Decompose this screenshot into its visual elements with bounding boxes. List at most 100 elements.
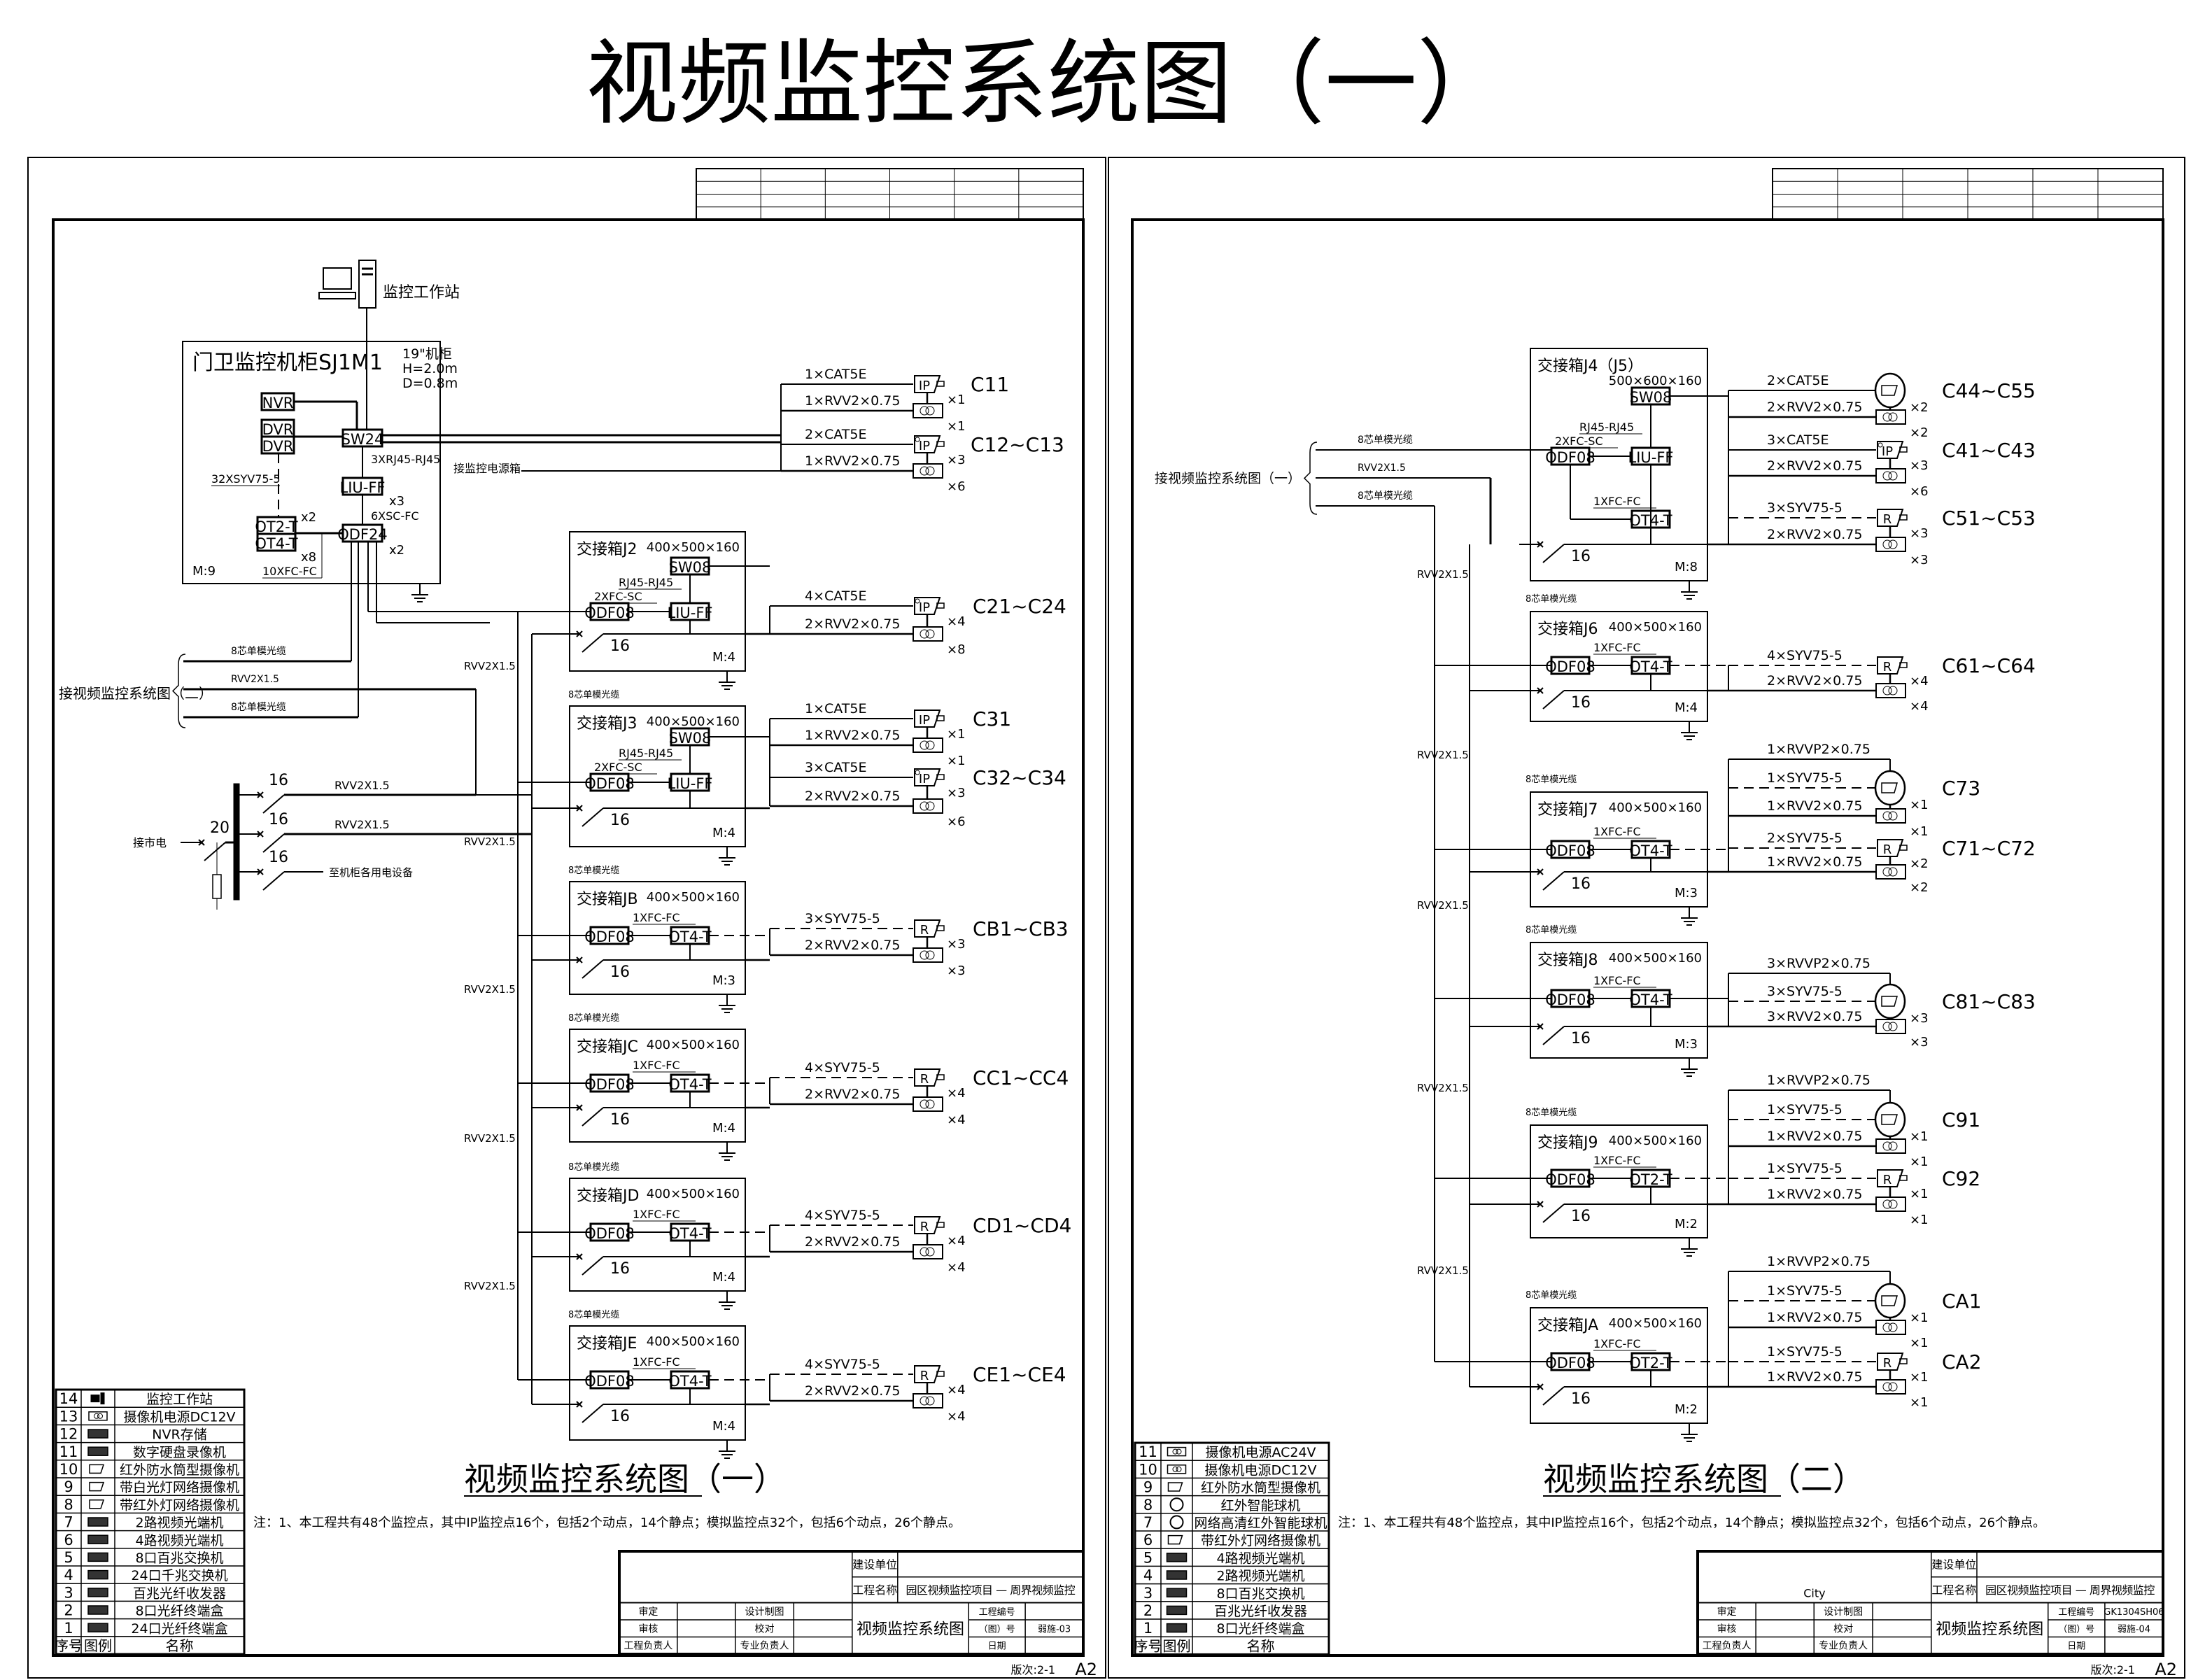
camera-lens (936, 441, 945, 447)
module-liu-ff: LIU-FF (668, 602, 713, 621)
camera-power-supply-icon (1875, 808, 1906, 824)
legend-name: 带白光灯网络摄像机 (120, 1480, 239, 1495)
monitor (323, 267, 352, 290)
legend-name: 24口千兆交换机 (131, 1568, 227, 1583)
camera-lens (936, 381, 945, 387)
module-odf08: ODF08 (1545, 989, 1595, 1008)
coil (1882, 1199, 1892, 1209)
camera-id-label: CA2 (1942, 1350, 1982, 1374)
cable-run: 2×RVV2×0.75×3 (1728, 526, 1929, 567)
module-liu-ff: LIU-FF (1628, 446, 1674, 466)
hd-ir-dome-icon (1169, 1515, 1184, 1530)
coil (920, 740, 929, 750)
camera-count-m: M:3 (1675, 1037, 1698, 1052)
drawing-number-value: 弱施-04 (2118, 1624, 2150, 1635)
odf08-icon (87, 1605, 108, 1615)
camera-power-supply-icon (1875, 1138, 1906, 1154)
discipline-lead-label: 专业负责人 (740, 1641, 789, 1652)
analog-camera-icon: R (914, 1068, 945, 1087)
sheet-title: 视频监控系统图（二） (1543, 1460, 1865, 1498)
device-count: ×1 (1910, 1311, 1929, 1325)
cable-run: 1×RVV2×0.75×1 (1728, 798, 1929, 839)
camera-symbol-letter: R (920, 1369, 929, 1383)
feeder-label: 至机柜各用电设备 (329, 866, 413, 879)
module-label: ODF08 (1545, 1171, 1595, 1188)
camera-power-supply-icon (913, 403, 943, 418)
power-source-label: 接监控电源箱 (453, 462, 521, 475)
camera-power-supply-icon (913, 626, 943, 642)
cable-annotation: 1XFC-FC (633, 1355, 680, 1369)
cable-spec: 1×RVVP2×0.75 (1767, 742, 1871, 757)
junction-box-size: 400×500×160 (647, 714, 740, 729)
circuit-breaker: 16 (1519, 1201, 1591, 1225)
power-ac-icon (1167, 1446, 1187, 1457)
cable-annotation: 6XSC-FC (371, 509, 419, 523)
power-trunk-label: RVV2X1.5 (464, 1132, 516, 1145)
legend-number: 3 (1143, 1585, 1153, 1602)
power-trunk-label: RVV2X1.5 (464, 835, 516, 848)
dome-glyph (1169, 1497, 1184, 1512)
coil (920, 1247, 929, 1257)
camera-power-supply-icon (1875, 1379, 1906, 1395)
owner-label: 建设单位 (852, 1558, 897, 1571)
camera-power-supply-icon (1875, 468, 1906, 483)
tower (358, 260, 376, 309)
fiber-trunk-label: 8芯单模光缆 (1526, 1107, 1577, 1118)
cable-annotation: 1XFC-FC (1593, 825, 1641, 838)
workstation-label: 监控工作站 (383, 284, 460, 302)
cable-spec: 1×RVV2×0.75 (1767, 1310, 1862, 1325)
power-trunk-label: RVV2X1.5 (1417, 1264, 1469, 1277)
device-count: ×8 (947, 642, 966, 657)
legend-name: 摄像机电源DC12V (1204, 1462, 1316, 1478)
cable-annotation: 1XFC-FC (633, 1208, 680, 1221)
circuit-breaker: 20 (181, 819, 230, 861)
camera-body (1877, 509, 1904, 527)
module-glyph (87, 1569, 108, 1580)
legend-header: 序号 (55, 1637, 83, 1654)
breaker-contact (582, 1256, 604, 1276)
coil (1882, 412, 1892, 422)
device-count: ×2 (1910, 880, 1929, 895)
coil (920, 1099, 929, 1109)
paper-size: A2 (2155, 1660, 2177, 1679)
junction-box-title: 交接箱J2 (577, 541, 637, 558)
camera-symbol-letter: R (920, 923, 929, 938)
breaker-contact (1542, 871, 1565, 891)
module-label: LIU-FF (668, 775, 713, 792)
module-glyph (87, 1446, 108, 1456)
cable-run: 2×RVV2×0.75×4 (770, 1234, 966, 1275)
camera-id-label: C41~C43 (1942, 439, 2036, 462)
coil (920, 629, 929, 639)
cable-run: 1×RVV2×0.75×1 (1728, 1187, 1929, 1227)
circuit-breaker: 16 (558, 1253, 630, 1278)
cable-spec: 2×RVV2×0.75 (805, 789, 900, 804)
camera-id-label: C91 (1942, 1108, 1980, 1131)
module-label: OT4-T (668, 1076, 711, 1093)
analog-camera-icon: R (914, 1216, 945, 1234)
device-count: ×3 (1910, 553, 1929, 567)
camera-symbol-letter: R (1883, 842, 1892, 857)
legend-name: 8口光纤终端盒 (135, 1604, 223, 1619)
module-ot4-t: OT4-T (668, 1073, 712, 1093)
ground-icon (411, 584, 428, 602)
analog-camera-icon: R (1877, 509, 1908, 527)
camera-lens (1899, 845, 1908, 851)
device-count: ×1 (947, 754, 966, 768)
module-count: x8 (301, 550, 316, 565)
coil (925, 1099, 935, 1109)
legend-name: 百兆光纤收发器 (1214, 1604, 1307, 1619)
ground-icon (1681, 1238, 1698, 1257)
circuit-breaker: 16 (239, 849, 288, 891)
cable-run: 1×RVVP2×0.75 (1728, 1073, 1891, 1103)
design-note: 注：1、本工程共有48个监控点，其中IP监控点16个，包括2个动点，14个静点；… (1338, 1516, 2045, 1530)
cable-run: 2×RVV2×0.75×4 (1728, 673, 1929, 714)
coil (1882, 1322, 1892, 1332)
